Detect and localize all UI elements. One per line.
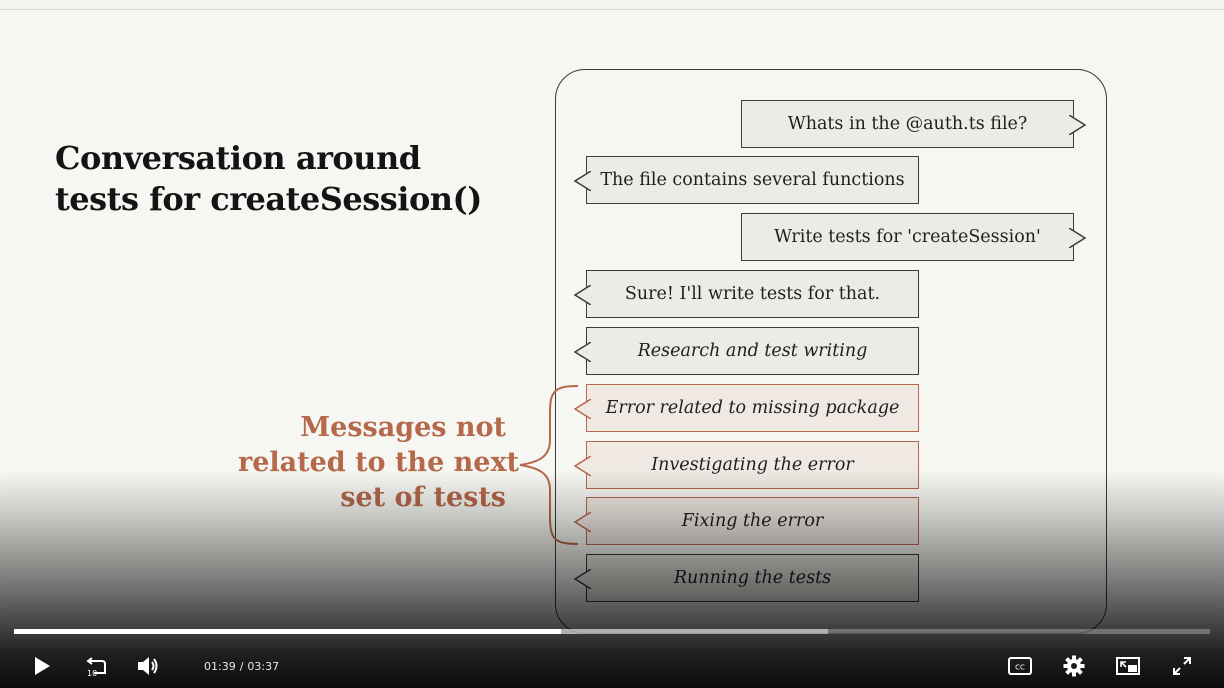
seek-bar-played [14,629,561,634]
play-button[interactable] [28,653,56,679]
captions-button[interactable]: CC [1006,653,1034,679]
message-bubble-4: Sure! I'll write tests for that. [573,270,919,318]
message-bubble-5: Research and test writing [573,327,919,375]
fullscreen-icon [1173,657,1191,675]
picture-in-picture-icon [1116,657,1140,675]
current-time: 01:39 [204,660,236,673]
message-text: Error related to missing package [605,398,900,418]
time-display: 01:39/03:37 [204,660,279,673]
annotation-line-3: set of tests [340,482,506,513]
message-text: Write tests for 'createSession' [774,227,1041,247]
duration: 03:37 [247,660,280,673]
message-text: Whats in the @auth.ts file? [787,114,1028,134]
settings-button[interactable] [1060,653,1088,679]
rewind-10-button[interactable]: 10 [82,653,110,679]
message-text: Fixing the error [681,511,824,531]
message-bubble-9: Running the tests [573,554,919,602]
pip-button[interactable] [1114,653,1142,679]
volume-button[interactable] [134,653,162,679]
tail-right-icon [1069,228,1087,248]
seek-bar[interactable] [14,629,1210,634]
slide-title-line-1: Conversation around [55,139,421,177]
fullscreen-button[interactable] [1168,653,1196,679]
tail-left-icon [573,399,591,419]
message-text: Investigating the error [651,455,854,475]
time-separator: / [239,660,244,673]
tail-right-icon [1069,115,1087,135]
annotation-line-1: Messages not [300,412,506,443]
tail-left-icon [573,285,591,305]
slide-title-line-2: tests for createSession() [55,180,482,218]
message-bubble-1: Whats in the @auth.ts file? [741,100,1087,148]
annotation-text: Messages not related to the next set of … [238,410,520,515]
slide-title: Conversation around tests for createSess… [55,138,482,220]
svg-text:10: 10 [87,669,97,678]
message-text: The file contains several functions [600,170,905,190]
tail-left-icon [573,342,591,362]
tail-left-icon [573,569,591,589]
message-bubble-8: Fixing the error [573,497,919,545]
play-icon [35,657,50,675]
tail-left-icon [573,171,591,191]
message-bubble-7: Investigating the error [573,441,919,489]
annotation-line-2: related to the next [238,447,520,478]
closed-captions-icon: CC [1008,657,1032,675]
volume-icon [138,657,158,675]
message-text: Research and test writing [637,341,868,361]
player-controls: 10 01:39/03:37 CC [0,645,1224,688]
message-bubble-2: The file contains several functions [573,156,919,204]
gear-icon [1063,655,1085,677]
svg-text:CC: CC [1015,664,1025,672]
window-top-border [0,0,1224,10]
curly-brace-icon [519,385,579,545]
message-text: Sure! I'll write tests for that. [624,284,881,304]
message-text: Running the tests [673,568,832,588]
message-bubble-6: Error related to missing package [573,384,919,432]
message-bubble-3: Write tests for 'createSession' [741,213,1087,261]
rewind-10-icon: 10 [86,657,106,678]
